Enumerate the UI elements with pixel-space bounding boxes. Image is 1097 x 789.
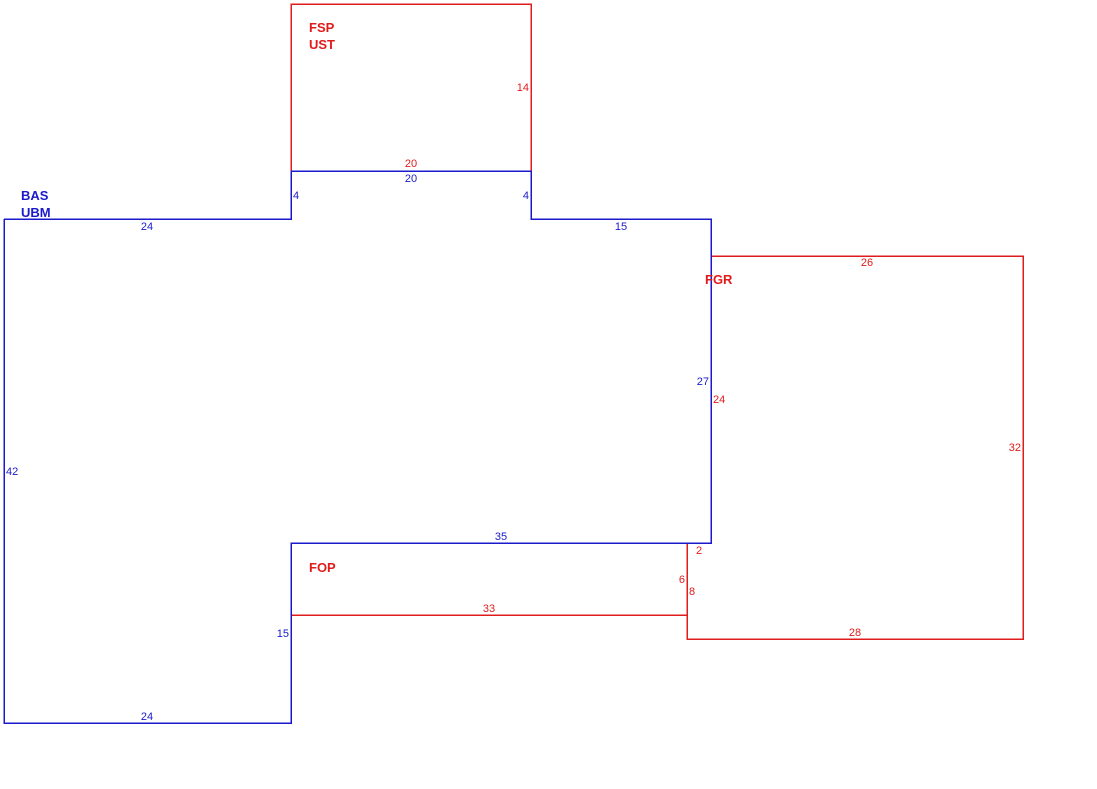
dimension-label: 33 (483, 603, 495, 615)
dimension-label: 15 (277, 628, 289, 640)
dimension-label: 24 (141, 221, 153, 233)
dimension-label: 32 (1009, 442, 1021, 454)
dimension-label: 6 (679, 574, 685, 586)
bas-area (3, 170, 712, 724)
dimension-label: 24 (713, 394, 725, 406)
dimension-label: 8 (689, 586, 695, 598)
bas-subcode-label: UBM (21, 205, 51, 220)
dimension-label: 24 (141, 711, 153, 723)
fgr-outline (686, 255, 1024, 640)
bas-dimension-labels: 24 4 20 4 15 27 35 15 24 42 (6, 173, 709, 723)
fop-code-label: FOP (309, 560, 336, 575)
dimension-label: 2 (696, 545, 702, 557)
fsp-code-label: FSP (309, 20, 335, 35)
dimension-label: 35 (495, 531, 507, 543)
dimension-label: 15 (615, 221, 627, 233)
dimension-label: 28 (849, 627, 861, 639)
dimension-label: 4 (523, 190, 529, 202)
other-dimension-labels: 20 14 26 24 32 28 2 8 33 6 (405, 82, 1021, 639)
fgr-area (686, 255, 1024, 640)
dimension-label: 42 (6, 466, 18, 478)
area-labels: BAS UBM FSP UST FGR FOP (21, 20, 733, 575)
fsp-outline (290, 3, 532, 171)
dimension-label: 14 (517, 82, 529, 94)
dimension-label: 20 (405, 158, 417, 170)
fsp-subcode-label: UST (309, 37, 335, 52)
dimension-label: 4 (293, 190, 299, 202)
fgr-code-label: FGR (705, 272, 733, 287)
dimension-label: 20 (405, 173, 417, 185)
bas-code-label: BAS (21, 188, 49, 203)
dimension-label: 27 (697, 376, 709, 388)
dimension-label: 26 (861, 257, 873, 269)
bas-outline (3, 170, 712, 724)
